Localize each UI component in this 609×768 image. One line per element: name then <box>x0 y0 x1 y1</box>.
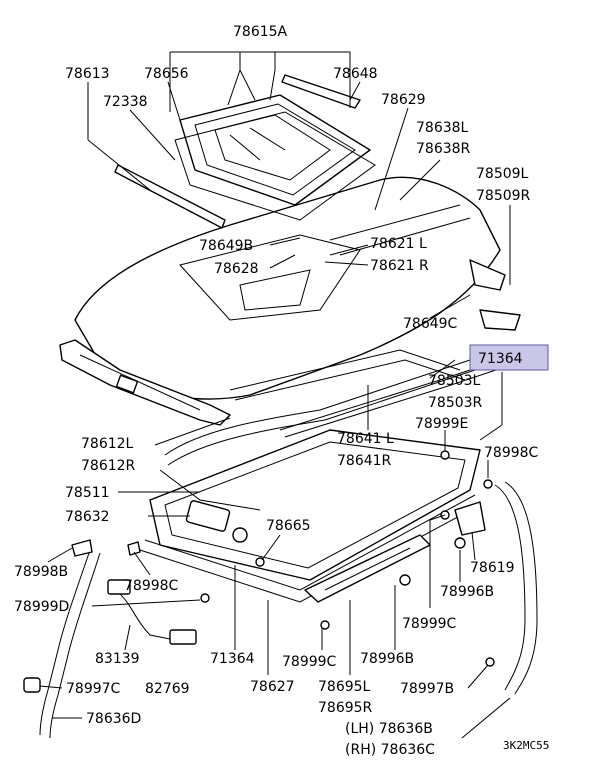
label-78619: 78619 <box>470 560 515 576</box>
label-78621R: 78621 R <box>370 258 429 274</box>
label-78997C: 78997C <box>66 681 121 697</box>
label-78636B: (LH) 78636B <box>345 721 433 737</box>
motor-78632 <box>185 500 248 543</box>
screws-and-clips <box>23 450 495 693</box>
label-78628: 78628 <box>214 261 259 277</box>
deflector-strip-78648 <box>281 74 361 109</box>
harness-82769 <box>107 579 197 645</box>
label-78998B: 78998B <box>14 564 68 580</box>
label-78509R: 78509R <box>476 188 531 204</box>
trim-strip-78613 <box>114 164 226 229</box>
label-78999C-right: 78999C <box>402 616 457 632</box>
bracket-78619 <box>454 501 486 536</box>
label-78996B-right: 78996B <box>440 584 494 600</box>
label-78695L: 78695L <box>318 679 371 695</box>
label-78996B-bottom: 78996B <box>360 651 414 667</box>
sunroof-glass-78615A <box>179 94 371 206</box>
label-78649C: 78649C <box>403 316 458 332</box>
bracket-78509 <box>469 259 521 331</box>
label-78621L: 78621 L <box>370 236 427 252</box>
label-71364-bottom: 71364 <box>210 651 255 667</box>
label-78509L: 78509L <box>476 166 529 182</box>
label-78632: 78632 <box>65 509 110 525</box>
label-78998C-right: 78998C <box>484 445 539 461</box>
label-78649B: 78649B <box>199 238 253 254</box>
label-72338: 72338 <box>103 94 148 110</box>
label-78641R: 78641R <box>337 453 392 469</box>
label-78656: 78656 <box>144 66 189 82</box>
label-78613: 78613 <box>65 66 110 82</box>
label-78638R: 78638R <box>416 141 471 157</box>
label-78612R: 78612R <box>81 458 136 474</box>
label-78503R: 78503R <box>428 395 483 411</box>
label-78999E: 78999E <box>415 416 468 432</box>
roof-panel <box>74 176 501 400</box>
label-78627: 78627 <box>250 679 295 695</box>
label-78636C: (RH) 78636C <box>345 742 435 758</box>
label-78641L: 78641 L <box>337 431 394 447</box>
drain-hose-right <box>494 481 538 695</box>
weatherstrip-78656 <box>174 111 376 221</box>
diagram-code: 3K2MC55 <box>503 739 549 752</box>
label-78636D: 78636D <box>86 711 141 727</box>
label-78511: 78511 <box>65 485 110 501</box>
label-78638L: 78638L <box>416 120 469 136</box>
front-header-panel <box>59 339 231 426</box>
part-labels: 78615A 78613 78656 78648 72338 78629 786… <box>14 24 549 758</box>
label-78503L: 78503L <box>428 373 481 389</box>
highlight-box-71364 <box>469 344 549 371</box>
drain-hose-left <box>39 549 101 739</box>
label-83139: 83139 <box>95 651 140 667</box>
label-78999D: 78999D <box>14 599 69 615</box>
label-78998C-left: 78998C <box>124 578 179 594</box>
leader-lines <box>39 51 511 739</box>
label-78997B: 78997B <box>400 681 454 697</box>
label-71364-top: 71364 <box>478 351 523 367</box>
label-78648: 78648 <box>333 66 378 82</box>
label-78612L: 78612L <box>81 436 134 452</box>
frame-assembly <box>139 349 481 603</box>
label-82769: 82769 <box>145 681 190 697</box>
label-78615A: 78615A <box>233 24 288 40</box>
label-78695R: 78695R <box>318 700 373 716</box>
drain-cable-78511 <box>159 359 476 511</box>
label-78999C-bottom: 78999C <box>282 654 337 670</box>
label-78665: 78665 <box>266 518 311 534</box>
label-78629: 78629 <box>381 92 426 108</box>
